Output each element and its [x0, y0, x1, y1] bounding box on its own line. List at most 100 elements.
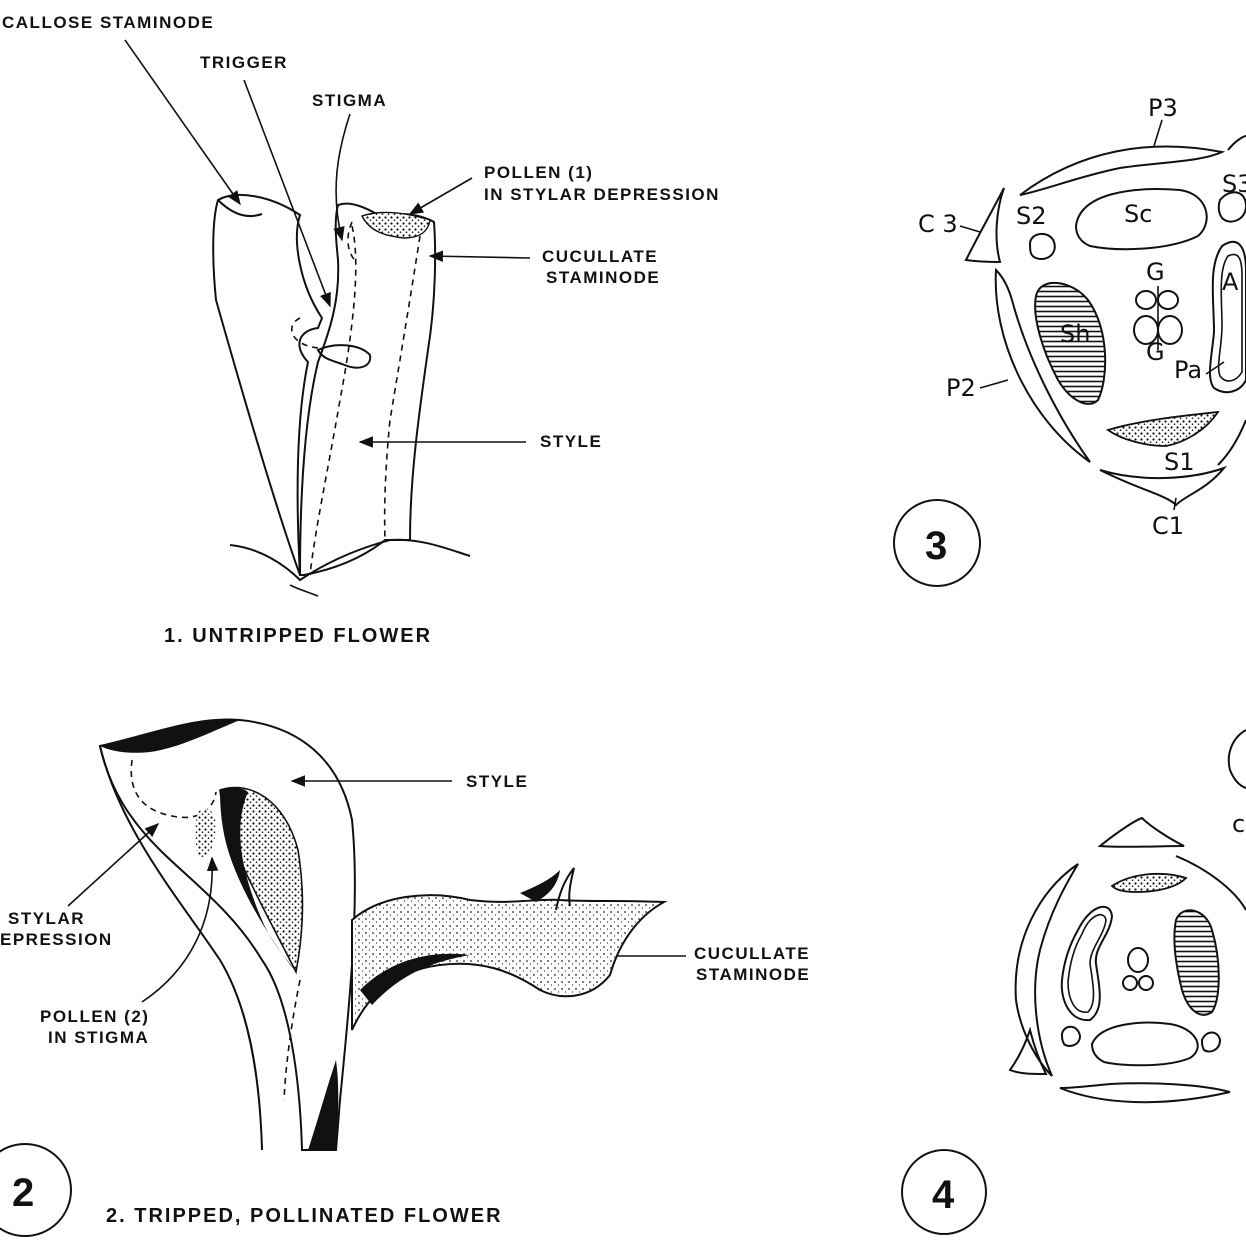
fig2-number: 2: [12, 1171, 34, 1215]
fig1-trigger-dash: [290, 317, 319, 349]
fig3-sepal-c3: [964, 187, 1005, 264]
fig2-dark-rim: [100, 719, 240, 753]
fig2-label-stylar-line1: STYLAR: [8, 909, 85, 928]
fig4-stippled-top: [1110, 872, 1188, 893]
fig3-cross-section: P3 C 3 S2 Sc S3 G A Sh G Pa P2 S1 C1 3: [893, 94, 1246, 587]
fig3-label-sc: Sc: [1124, 200, 1152, 228]
fig3-a-outer: [1208, 240, 1246, 394]
fig2-label-stylar-line2: EPRESSION: [0, 930, 113, 949]
fig3-number-circle: [893, 499, 981, 587]
fig3-petal-p3: [1019, 145, 1226, 196]
fig2-label-pollen-line2: IN STIGMA: [48, 1028, 149, 1047]
fig3-g-lobe-2: [1157, 290, 1179, 310]
fig3-label-s1: S1: [1164, 448, 1195, 476]
fig1-label-cucullate-line2: STAMINODE: [546, 268, 660, 287]
fig2-dark-column: [308, 1060, 339, 1150]
fig1-trigger-knob: [316, 344, 372, 369]
fig4-g-lobe-2: [1122, 975, 1138, 991]
fig3-label-pa: Pa: [1174, 356, 1202, 384]
fig3-g-lobe-1: [1135, 290, 1157, 310]
fig1-leader-pollen: [408, 177, 473, 215]
fig3-leader-c3: [959, 225, 981, 233]
fig4-bottom-staminode: [1090, 1021, 1199, 1067]
fig1-leader-cucullate: [428, 250, 531, 263]
fig2-leader-stylar: [67, 823, 160, 907]
fig1-canal-right: [383, 235, 421, 541]
fig3-leader-p2: [979, 379, 1009, 389]
fig4-number: 4: [932, 1173, 955, 1217]
fig3-s2-shape: [1028, 233, 1056, 260]
fig2-outer-curve: [99, 745, 263, 1151]
fig3-petal-right-lower: [1217, 419, 1246, 466]
fig4-bottom-petal: [1059, 1082, 1231, 1104]
fig2-pollen-speckle: [195, 809, 216, 858]
fig1-label-cucullate-line1: CUCULLATE: [542, 247, 658, 266]
fig3-label-sh: Sh: [1060, 320, 1090, 348]
fig3-sepal-c1: [1099, 465, 1228, 507]
fig4-number-circle: [901, 1149, 987, 1235]
fig2-staminode-tip: [520, 870, 560, 902]
fig2-number-circle: [0, 1143, 72, 1237]
fig1-untripped-flower: CALLOSE STAMINODE TRIGGER STIGMA POLLEN …: [2, 13, 720, 647]
fig1-label-stigma: STIGMA: [312, 91, 387, 110]
fig4-g-lobe-1: [1127, 947, 1149, 973]
fig2-caption: 2. TRIPPED, POLLINATED FLOWER: [106, 1205, 503, 1227]
fig3-petal-p2: [994, 267, 1091, 463]
fig1-callose-flap: [217, 199, 263, 218]
fig2-label-cucullate-line1: CUCULLATE: [694, 944, 810, 963]
fig1-canal-left: [309, 225, 357, 576]
fig2-style-body: [98, 718, 356, 1151]
fig3-number: 3: [925, 524, 947, 568]
fig3-label-c1: C1: [1152, 512, 1184, 540]
fig1-label-pollen-line1: POLLEN (1): [484, 163, 593, 182]
fig4-small-staminode-left: [1060, 1025, 1082, 1047]
fig4-anther-outer: [1060, 905, 1114, 1022]
fig1-label-trigger: TRIGGER: [200, 53, 288, 72]
fig3-a-inner: [1217, 253, 1243, 382]
fig1-leader-trigger: [243, 79, 331, 308]
fig2-stylar-dash: [130, 759, 217, 819]
fig1-leader-stigma: [333, 113, 351, 242]
fig1-base-stroke: [289, 584, 319, 597]
fig2-leader-pollen: [141, 856, 219, 1003]
fig1-caption: 1. UNTRIPPED FLOWER: [164, 625, 432, 647]
fig3-label-a: A: [1222, 268, 1239, 296]
fig1-callose-staminode-shape: [212, 194, 324, 576]
fig4-cross-section: c 4: [901, 729, 1246, 1235]
fig2-staminode-arm: [351, 894, 668, 1031]
fig2-staminode-hook: [555, 867, 575, 911]
fig4-edge-letter: c: [1232, 810, 1245, 838]
fig3-label-s3: S3: [1222, 170, 1246, 198]
fig1-label-pollen-line2: IN STYLAR DEPRESSION: [484, 185, 720, 204]
fig3-s1-shape: [1106, 410, 1220, 447]
fig4-small-staminode-right: [1200, 1031, 1222, 1053]
fig3-leader-pa: [1205, 361, 1225, 375]
fig4-hatched-shape: [1173, 909, 1220, 1016]
fig3-label-p3: P3: [1148, 94, 1178, 122]
fig4-edge-circle: [1227, 729, 1246, 789]
fig3-sc-shape: [1074, 188, 1208, 251]
fig2-label-cucullate-line2: STAMINODE: [696, 965, 810, 984]
fig3-leader-c1: [1173, 497, 1177, 511]
fig2-tripped-pollinated-flower: STYLE STYLAR EPRESSION POLLEN (2) IN STI…: [0, 718, 810, 1237]
fig3-label-s2: S2: [1016, 202, 1047, 230]
fig4-g-lobe-3: [1138, 975, 1154, 991]
fig1-style-column: [298, 202, 437, 576]
fig1-leader-callose: [124, 39, 241, 206]
fig2-label-style: STYLE: [466, 772, 528, 791]
fig4-left-petal: [1014, 863, 1079, 1077]
fig3-label-g-bottom: G: [1146, 338, 1165, 366]
fig4-left-sepal: [1008, 1026, 1048, 1076]
fig3-label-g-top: G: [1146, 258, 1165, 286]
fig3-sh-shape: [1034, 281, 1107, 405]
fig1-base-curve: [229, 538, 471, 582]
fig3-label-p2: P2: [946, 374, 976, 402]
fig3-petal-right: [1227, 135, 1246, 151]
fig3-leader-p3: [1153, 119, 1163, 147]
fig2-stigma-shadow: [220, 787, 296, 972]
fig2-canal-dash: [283, 979, 301, 1101]
fig4-top-bract: [1097, 816, 1185, 848]
fig1-label-callose-staminode: CALLOSE STAMINODE: [2, 13, 214, 32]
fig4-right-petal-top: [1175, 855, 1246, 911]
